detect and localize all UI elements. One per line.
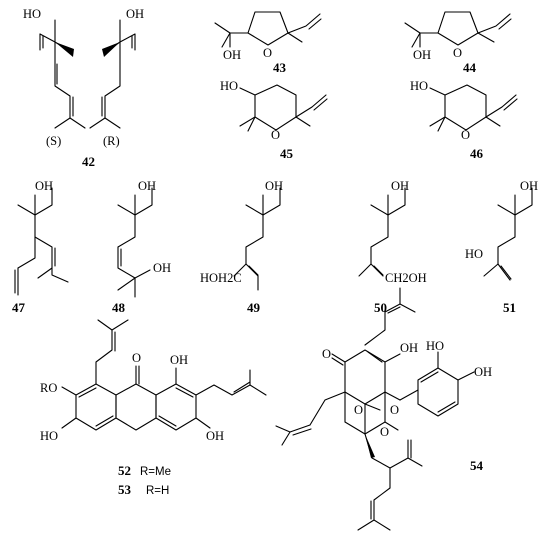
- c49-number: 49: [247, 300, 261, 315]
- compound-45: [239, 84, 328, 132]
- c53-number: 53: [118, 482, 132, 497]
- c54-o-b: O: [380, 425, 389, 439]
- c52-number: 52: [118, 463, 131, 478]
- compound-50: [358, 187, 406, 277]
- c48-oh2-label: OH: [153, 261, 171, 275]
- c52-ketone-o: O: [132, 351, 141, 365]
- c54-catechol-ho: HO: [426, 339, 444, 353]
- c42-ho-label: HO: [23, 7, 41, 21]
- c45-ho-label: HO: [220, 79, 238, 93]
- c42-stereo-s: (S): [46, 134, 61, 148]
- c42-stereo-r: (R): [103, 134, 120, 148]
- c54-number: 54: [470, 458, 484, 473]
- c46-ho-label: HO: [410, 79, 428, 93]
- compound-42-r: [89, 19, 136, 129]
- compound-52-53: [61, 319, 267, 431]
- compound-42-s: [39, 19, 86, 129]
- c43-number: 43: [273, 60, 287, 75]
- c54-ketone-o: O: [322, 347, 331, 361]
- c48-oh-label: OH: [138, 179, 156, 193]
- c44-o-label: O: [453, 46, 462, 60]
- c51-ho-label: HO: [465, 247, 483, 261]
- c49-ch2oh-label: HOH2C: [200, 271, 242, 285]
- c46-number: 46: [470, 146, 484, 161]
- c52-ro-label: RO: [40, 381, 57, 395]
- c44-oh-label: OH: [413, 48, 431, 62]
- c43-o-label: O: [263, 46, 272, 60]
- compound-47: [14, 187, 69, 296]
- c49-oh-label: OH: [265, 179, 283, 193]
- c46-o-label: O: [461, 128, 470, 142]
- c54-o-a: O: [354, 403, 363, 417]
- compound-49: [233, 187, 281, 291]
- c54-catechol-oh: OH: [474, 365, 492, 379]
- compound-44: [404, 11, 512, 48]
- compound-51: [483, 187, 533, 281]
- c52-oh-bottom: OH: [206, 429, 224, 443]
- c52-ho-bottom: HO: [40, 429, 58, 443]
- c42-oh2-label: OH: [126, 7, 144, 21]
- c44-number: 44: [463, 60, 477, 75]
- c52-oh-top: OH: [170, 353, 188, 367]
- c51-oh-label: OH: [520, 179, 538, 193]
- c50-ch2oh-label: CH2OH: [385, 271, 427, 285]
- c43-oh-label: OH: [223, 48, 241, 62]
- c54-enol-oh: OH: [400, 341, 418, 355]
- c51-number: 51: [503, 300, 516, 315]
- c47-oh-label: OH: [35, 179, 53, 193]
- compound-46: [429, 84, 518, 132]
- c48-number: 48: [112, 300, 126, 315]
- compound-54: [275, 287, 475, 531]
- c50-oh-label: OH: [391, 179, 409, 193]
- c45-o-label: O: [271, 128, 280, 142]
- c50-number: 50: [374, 300, 387, 315]
- compound-43: [214, 11, 322, 48]
- c45-number: 45: [280, 146, 294, 161]
- c52-r-definition: R=Me: [140, 466, 171, 478]
- compound-48: [117, 187, 153, 298]
- c47-number: 47: [12, 300, 26, 315]
- c42-number: 42: [82, 154, 95, 169]
- c53-r-definition: R=H: [146, 485, 169, 497]
- c54-bridge-o: O: [390, 403, 399, 417]
